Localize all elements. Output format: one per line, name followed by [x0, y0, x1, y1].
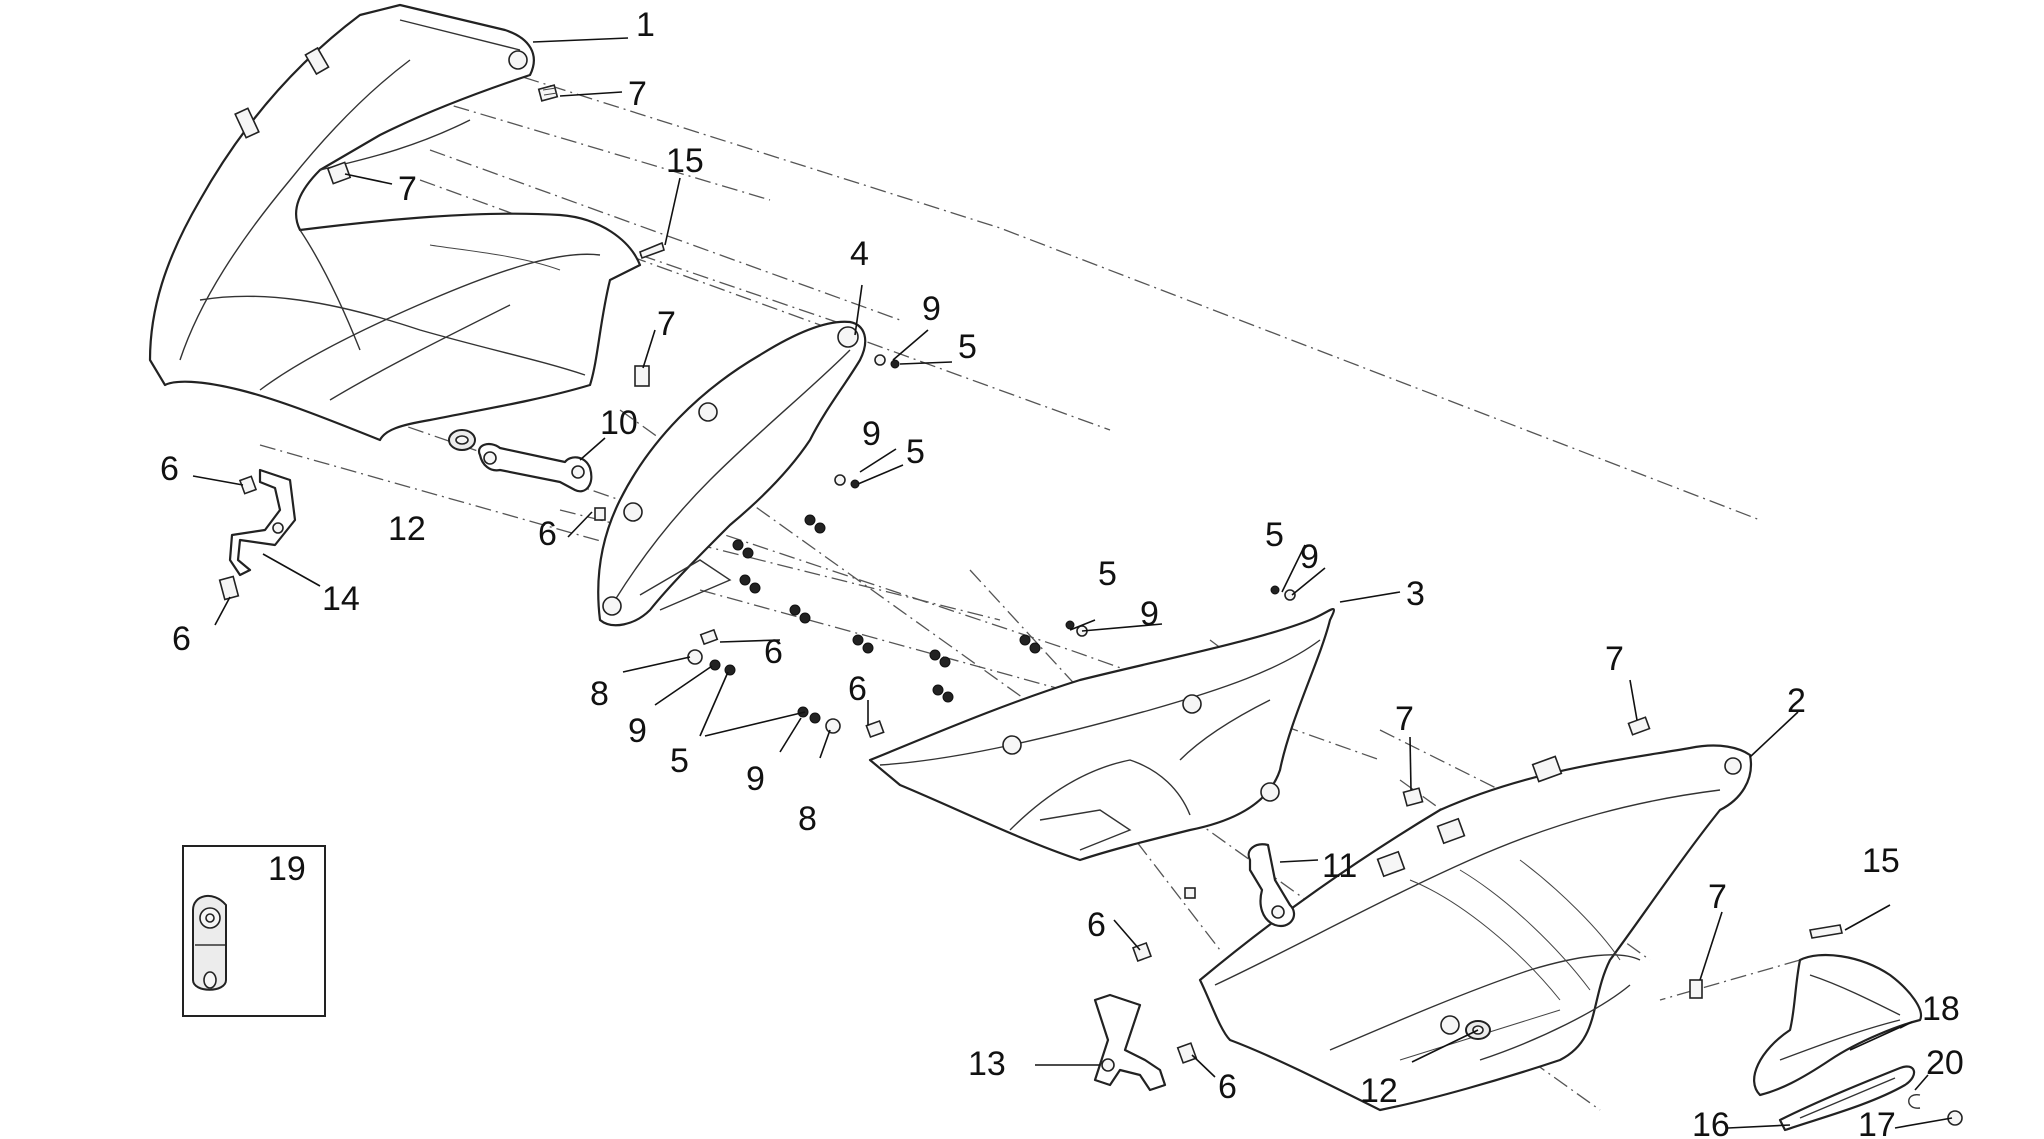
bracket-part-11: [1247, 843, 1296, 928]
center-panel-part-4: [597, 320, 867, 627]
fasteners: [218, 354, 1963, 1126]
callout-12a: 12: [388, 510, 426, 548]
callout-7b: 7: [398, 170, 417, 208]
bracket-part-13: [1093, 993, 1167, 1092]
callout-labels: 1 7 7 15 4 7 9 5 10 9 5 6 12 6 14 6 6 8 …: [160, 6, 1964, 1139]
callout-4: 4: [850, 235, 869, 273]
callout-17: 17: [1858, 1106, 1896, 1139]
callout-8a: 8: [590, 675, 609, 713]
callout-6d: 6: [764, 633, 783, 671]
inset-box-part-19: [182, 845, 326, 1017]
callout-6g: 6: [1218, 1068, 1237, 1106]
callout-8b: 8: [798, 800, 817, 838]
rear-piece-part-18: [1753, 953, 1923, 1097]
callout-9b: 9: [862, 415, 881, 453]
callout-6a: 6: [160, 450, 179, 488]
clip-7-top: [537, 84, 559, 102]
callout-2: 2: [1787, 682, 1806, 720]
callout-9e: 9: [1140, 595, 1159, 633]
callout-3: 3: [1406, 575, 1425, 613]
callout-15a: 15: [666, 142, 704, 180]
leader-lines: [192, 37, 1953, 1129]
trim-part-16: [1778, 1065, 1916, 1132]
callout-19: 19: [268, 850, 306, 888]
callout-7c: 7: [657, 305, 676, 343]
callout-13: 13: [968, 1045, 1006, 1083]
front-fairing-part-1: [148, 3, 642, 442]
side-fairing-part-2: [1198, 744, 1753, 1112]
callout-5b: 5: [906, 433, 925, 471]
callout-6f: 6: [1087, 906, 1106, 944]
callout-9f: 9: [1300, 538, 1319, 576]
callout-9c: 9: [628, 712, 647, 750]
callout-15b: 15: [1862, 842, 1900, 880]
callout-1: 1: [636, 6, 655, 44]
callout-7f: 7: [1708, 878, 1727, 916]
callout-5a: 5: [958, 328, 977, 366]
callout-10: 10: [600, 404, 638, 442]
callout-5c: 5: [670, 742, 689, 780]
screw-15-top: [639, 241, 665, 260]
clip-7-lower: [634, 365, 650, 387]
callout-7e: 7: [1395, 700, 1414, 738]
callout-6e: 6: [848, 670, 867, 708]
callout-7d: 7: [1605, 640, 1624, 678]
callout-16: 16: [1692, 1106, 1730, 1139]
callout-7a: 7: [628, 75, 647, 113]
callout-20: 20: [1926, 1044, 1964, 1082]
callout-11: 11: [1322, 847, 1357, 885]
callout-14: 14: [322, 580, 360, 618]
grommet-12-top: [448, 429, 476, 451]
bracket-part-14: [228, 468, 297, 577]
callout-6b: 6: [538, 515, 557, 553]
callout-9a: 9: [922, 290, 941, 328]
callout-5d: 5: [1098, 555, 1117, 593]
callout-5e: 5: [1265, 516, 1284, 554]
callout-12b: 12: [1360, 1072, 1398, 1110]
callout-18: 18: [1922, 990, 1960, 1028]
bracket-part-10: [477, 442, 593, 493]
clip-7-mid: [326, 161, 352, 185]
callout-6c: 6: [172, 620, 191, 658]
callout-9d: 9: [746, 760, 765, 798]
lower-cover-part-3: [868, 608, 1336, 862]
